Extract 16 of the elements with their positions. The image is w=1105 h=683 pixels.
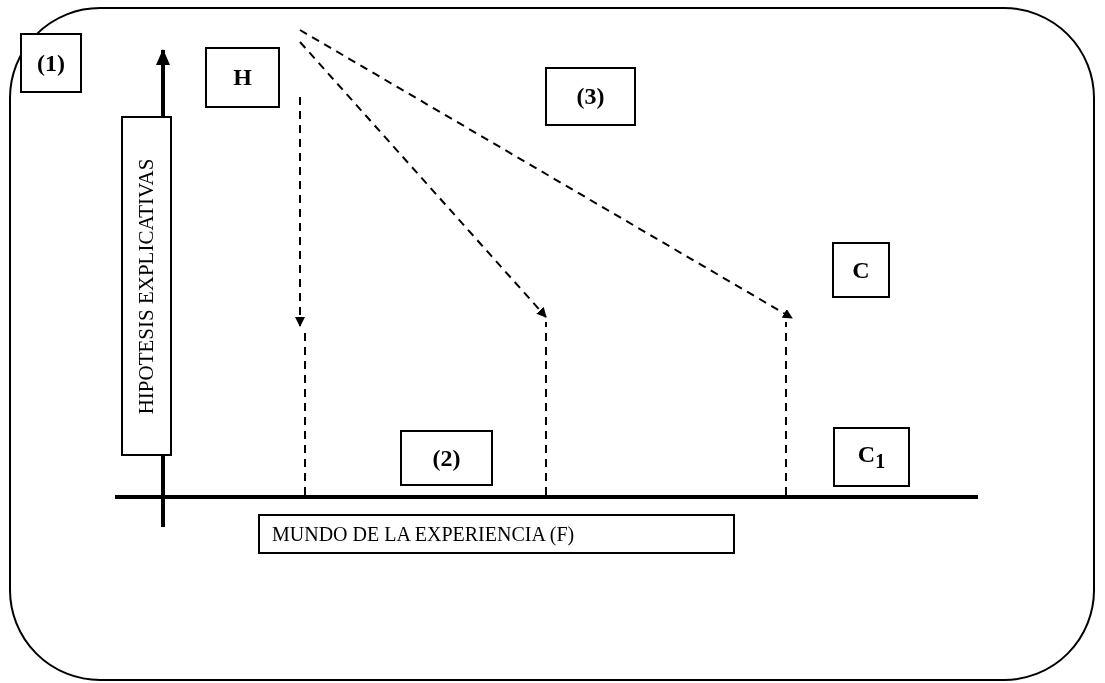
- label-box: [205, 47, 280, 108]
- box-label: H: [233, 64, 252, 91]
- box-label: (2): [432, 444, 461, 472]
- axis-label-box: [258, 514, 735, 554]
- label-box: [545, 67, 636, 126]
- box-label: C$_{1}$: [857, 441, 886, 473]
- label-box: [833, 427, 910, 487]
- box-label: (3): [576, 83, 605, 110]
- box-label: C: [852, 256, 870, 284]
- box-label: MUNDO DE LA EXPERIENCIA (F): [272, 522, 575, 546]
- label-box: [400, 430, 493, 486]
- label-box: [20, 33, 82, 93]
- label-box: [832, 242, 890, 298]
- axis-label-box: [121, 116, 172, 456]
- box-label: HIPOTESIS EXPLICATIVAS: [134, 158, 159, 414]
- box-label: (1): [37, 49, 65, 77]
